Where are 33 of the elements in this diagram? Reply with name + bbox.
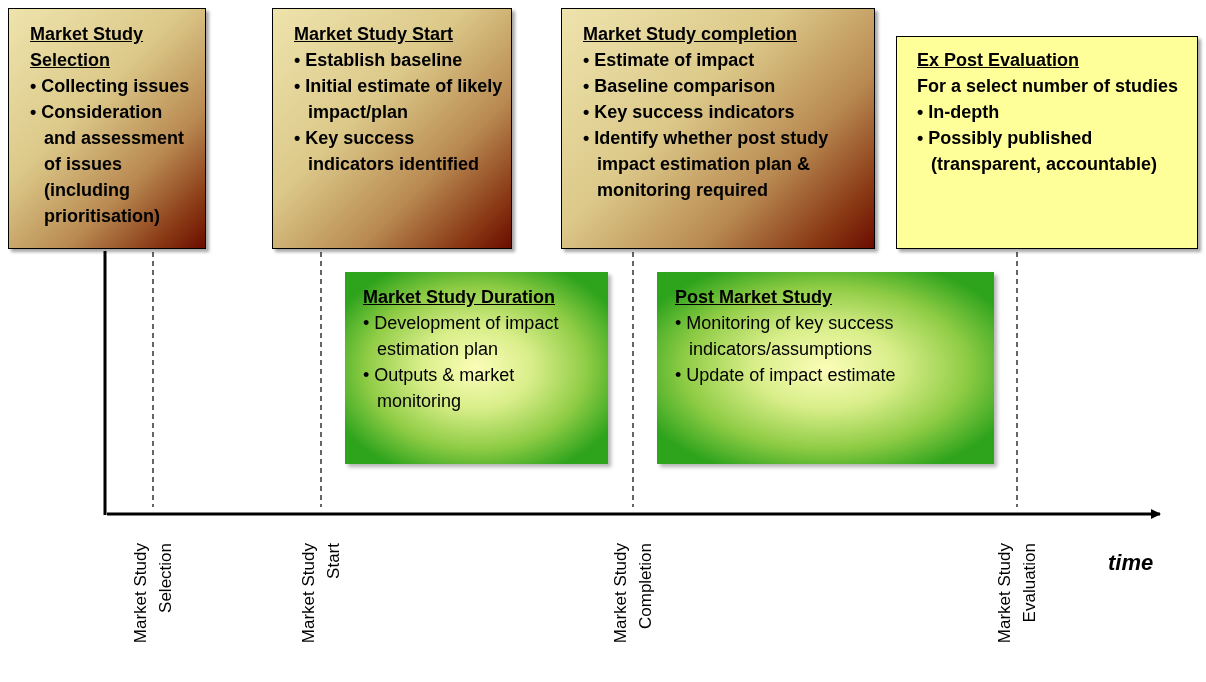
box-heading: Market Study Duration [363, 286, 557, 309]
box-heading: Post Market Study [675, 286, 834, 309]
milestone-box [896, 36, 1198, 249]
box-text: • Estimate of impact [583, 49, 756, 72]
box-heading: Market Study Selection [30, 23, 145, 72]
box-heading: Market Study Start [294, 23, 455, 46]
box-text: • Baseline comparison [583, 75, 777, 98]
milestone-box [561, 8, 875, 249]
axis-label: time [1108, 550, 1154, 576]
box-text: • Possibly published (transparent, accountable) [917, 127, 1159, 176]
milestone-label: Market Study Selection [130, 543, 176, 646]
box-text: • Initial estimate of likely impact/plan [294, 75, 503, 124]
box-text: • Consideration and assessment of issues (including prioritisation) [30, 101, 186, 228]
milestone-label: Market Study Start [298, 543, 344, 646]
box-text: • Establish baseline [294, 49, 464, 72]
box-text: • Collecting issues [30, 75, 191, 98]
box-text: • Update of impact estimate [675, 364, 897, 387]
box-heading: Market Study completion [583, 23, 799, 46]
milestone-box [8, 8, 206, 249]
phase-box [345, 272, 608, 464]
box-text: • Key success indicators identified [294, 127, 481, 176]
box-text: • Outputs & market monitoring [363, 364, 516, 413]
box-heading: Ex Post Evaluation [917, 49, 1081, 72]
phase-box [657, 272, 994, 464]
box-text: • In-depth [917, 101, 1001, 124]
box-text: • Development of impact estimation plan [363, 312, 560, 361]
milestone-label: Market Study Evaluation [994, 543, 1040, 646]
milestone-label: Market Study Completion [610, 543, 656, 646]
box-text: • Monitoring of key success indicators/assumptions [675, 312, 895, 361]
milestone-box [272, 8, 512, 249]
box-text: • Key success indicators [583, 101, 796, 124]
box-text: For a select number of studies [917, 75, 1180, 98]
box-text: • Identify whether post study impact estimation plan & monitoring required [583, 127, 830, 202]
